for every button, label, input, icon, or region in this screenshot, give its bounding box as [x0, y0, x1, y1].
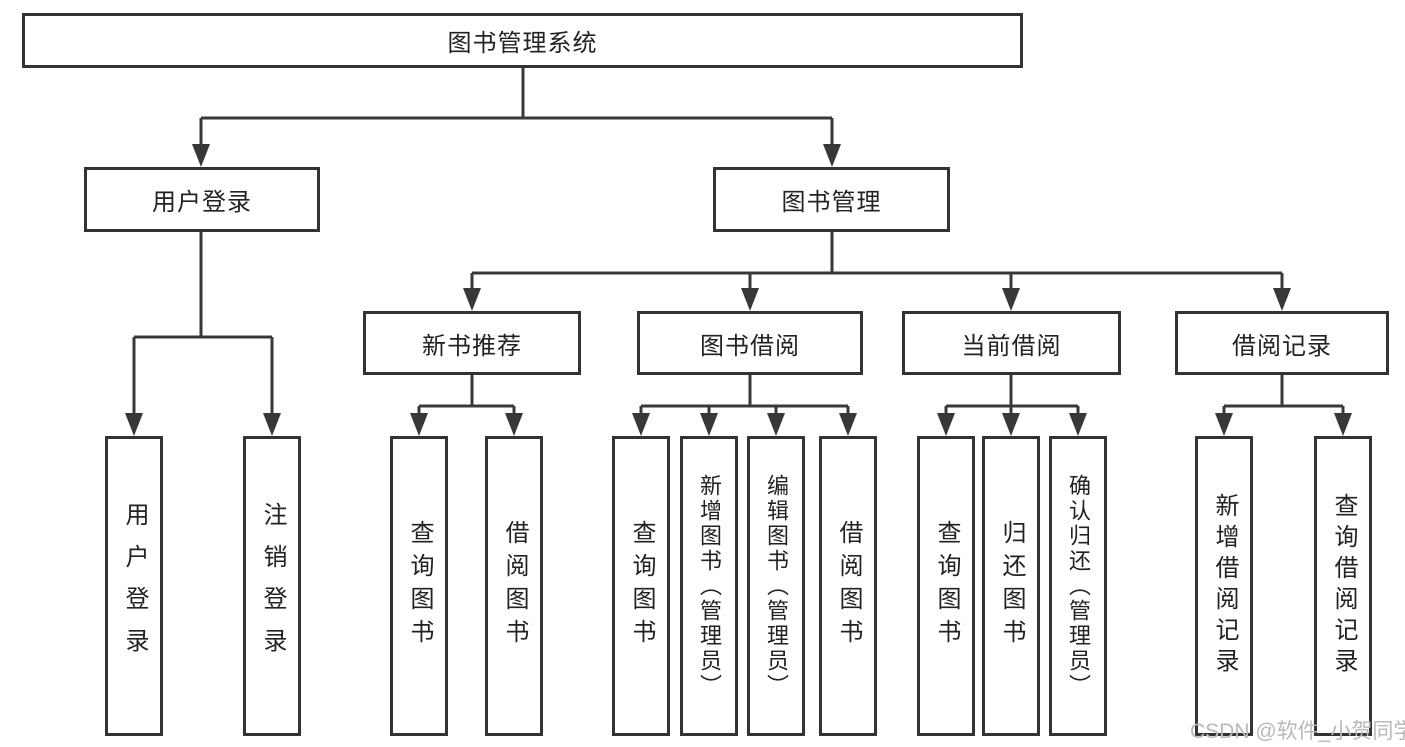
- leaf-return-book: 归还图书: [982, 436, 1040, 736]
- node-label: 新书推荐: [422, 332, 522, 360]
- leaf-query-books-current: 查询图书: [917, 436, 975, 736]
- leaf-label: 新增图书（管理员）: [697, 473, 722, 699]
- leaf-label: 借阅图书: [501, 520, 528, 652]
- leaf-add-book-admin: 新增图书（管理员）: [680, 436, 738, 736]
- leaf-label: 确认归还（管理员）: [1066, 473, 1091, 699]
- leaf-label: 借阅图书: [835, 520, 862, 652]
- leaf-label: 查询图书: [933, 520, 960, 652]
- leaf-label: 编辑图书（管理员）: [764, 473, 789, 699]
- node-label: 图书管理系统: [447, 30, 598, 57]
- node-book-borrow: 图书借阅: [637, 311, 863, 375]
- node-label: 图书借阅: [700, 332, 800, 360]
- node-borrow-records: 借阅记录: [1175, 311, 1389, 375]
- csdn-watermark: CSDN @软件_小贺同学: [1190, 720, 1405, 743]
- leaf-label: 注销登录: [259, 502, 286, 670]
- node-current-borrow: 当前借阅: [902, 311, 1121, 375]
- leaf-query-books-recommend: 查询图书: [390, 436, 448, 736]
- node-user-login: 用户登录: [84, 167, 320, 232]
- leaf-user-login: 用户登录: [105, 436, 163, 736]
- node-label: 用户登录: [152, 189, 252, 216]
- leaf-borrow-books: 借阅图书: [819, 436, 877, 736]
- node-label: 当前借阅: [961, 332, 1062, 360]
- leaf-label: 查询借阅记录: [1330, 493, 1357, 679]
- leaf-borrow-books-recommend: 借阅图书: [485, 436, 543, 736]
- node-new-book-recommend: 新书推荐: [363, 311, 581, 375]
- node-label: 图书管理: [781, 189, 882, 216]
- node-book-management: 图书管理: [713, 167, 950, 232]
- leaf-logout: 注销登录: [243, 436, 301, 736]
- node-label: 借阅记录: [1232, 332, 1332, 360]
- leaf-label: 用户登录: [121, 502, 148, 670]
- leaf-label: 归还图书: [998, 520, 1025, 652]
- node-library-system: 图书管理系统: [22, 13, 1023, 68]
- leaf-label: 查询图书: [406, 520, 433, 652]
- leaf-add-borrow-record: 新增借阅记录: [1195, 436, 1253, 736]
- arrowheads: [125, 144, 1352, 436]
- leaf-query-books-borrow: 查询图书: [612, 436, 670, 736]
- leaf-query-borrow-record: 查询借阅记录: [1314, 436, 1372, 736]
- leaf-label: 新增借阅记录: [1211, 493, 1238, 679]
- leaf-edit-book-admin: 编辑图书（管理员）: [747, 436, 805, 736]
- leaf-label: 查询图书: [628, 520, 655, 652]
- leaf-confirm-return-admin: 确认归还（管理员）: [1049, 436, 1107, 736]
